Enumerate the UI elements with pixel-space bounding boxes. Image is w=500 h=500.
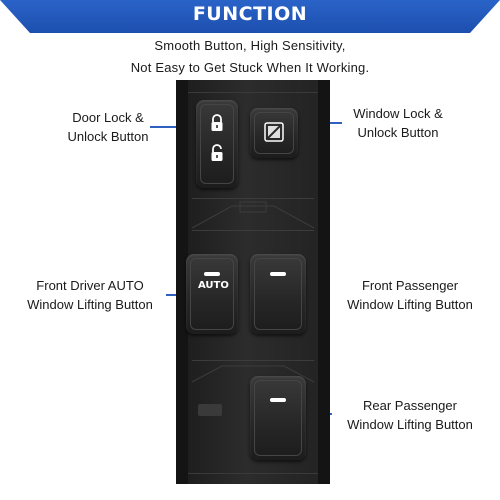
rear-passenger-indicator-bar [270,398,286,402]
label-rear-passenger: Rear Passenger Window Lifting Button [334,396,486,434]
label-front-passenger: Front Passenger Window Lifting Button [334,276,486,314]
intro-line-2: Not Easy to Get Stuck When It Working. [130,60,370,75]
label-door-lock-line2: Unlock Button [67,129,149,144]
label-front-passenger-line2: Window Lifting Button [347,297,473,312]
label-door-lock: Door Lock & Unlock Button [48,108,168,146]
panel-divider-2 [192,230,314,231]
lock-closed-icon [211,114,223,131]
panel-small-tab [198,404,222,416]
label-window-lock: Window Lock & Unlock Button [334,104,462,142]
lock-open-icon [211,144,223,161]
panel-divider-1 [192,198,314,199]
panel-left-rib [176,80,188,484]
front-driver-auto-button[interactable]: AUTO [186,254,238,334]
function-banner [0,0,500,33]
label-window-lock-line2: Unlock Button [357,125,439,140]
label-door-lock-line1: Door Lock & [72,110,144,125]
panel-ridge-shapes-lower [192,365,314,383]
label-rear-passenger-line2: Window Lifting Button [347,417,473,432]
rear-passenger-button-face [254,380,302,456]
window-lock-button[interactable] [250,108,298,158]
panel-divider-3 [192,360,314,361]
front-driver-indicator-bar [204,272,220,276]
rear-passenger-button[interactable] [250,376,306,460]
front-passenger-indicator-bar [270,272,286,276]
auto-label: AUTO [198,280,229,291]
front-passenger-button[interactable] [250,254,306,334]
label-window-lock-line1: Window Lock & [353,106,443,121]
label-front-driver: Front Driver AUTO Window Lifting Button [10,276,170,314]
window-lock-icon [264,122,284,142]
label-front-driver-line1: Front Driver AUTO [36,278,144,293]
intro-line-1: Smooth Button, High Sensitivity, [154,38,346,53]
panel-right-rib [318,80,330,484]
label-rear-passenger-line1: Rear Passenger [363,398,457,413]
door-lock-button[interactable] [196,100,238,188]
banner-title: FUNCTION [192,3,308,25]
door-lock-button-face [200,104,234,184]
panel-ridge-shapes [192,201,314,229]
front-passenger-button-face [254,258,302,330]
label-front-passenger-line1: Front Passenger [361,278,459,293]
window-lock-button-face [254,112,294,154]
label-front-driver-line2: Window Lifting Button [27,297,153,312]
front-driver-auto-button-face [190,258,234,330]
